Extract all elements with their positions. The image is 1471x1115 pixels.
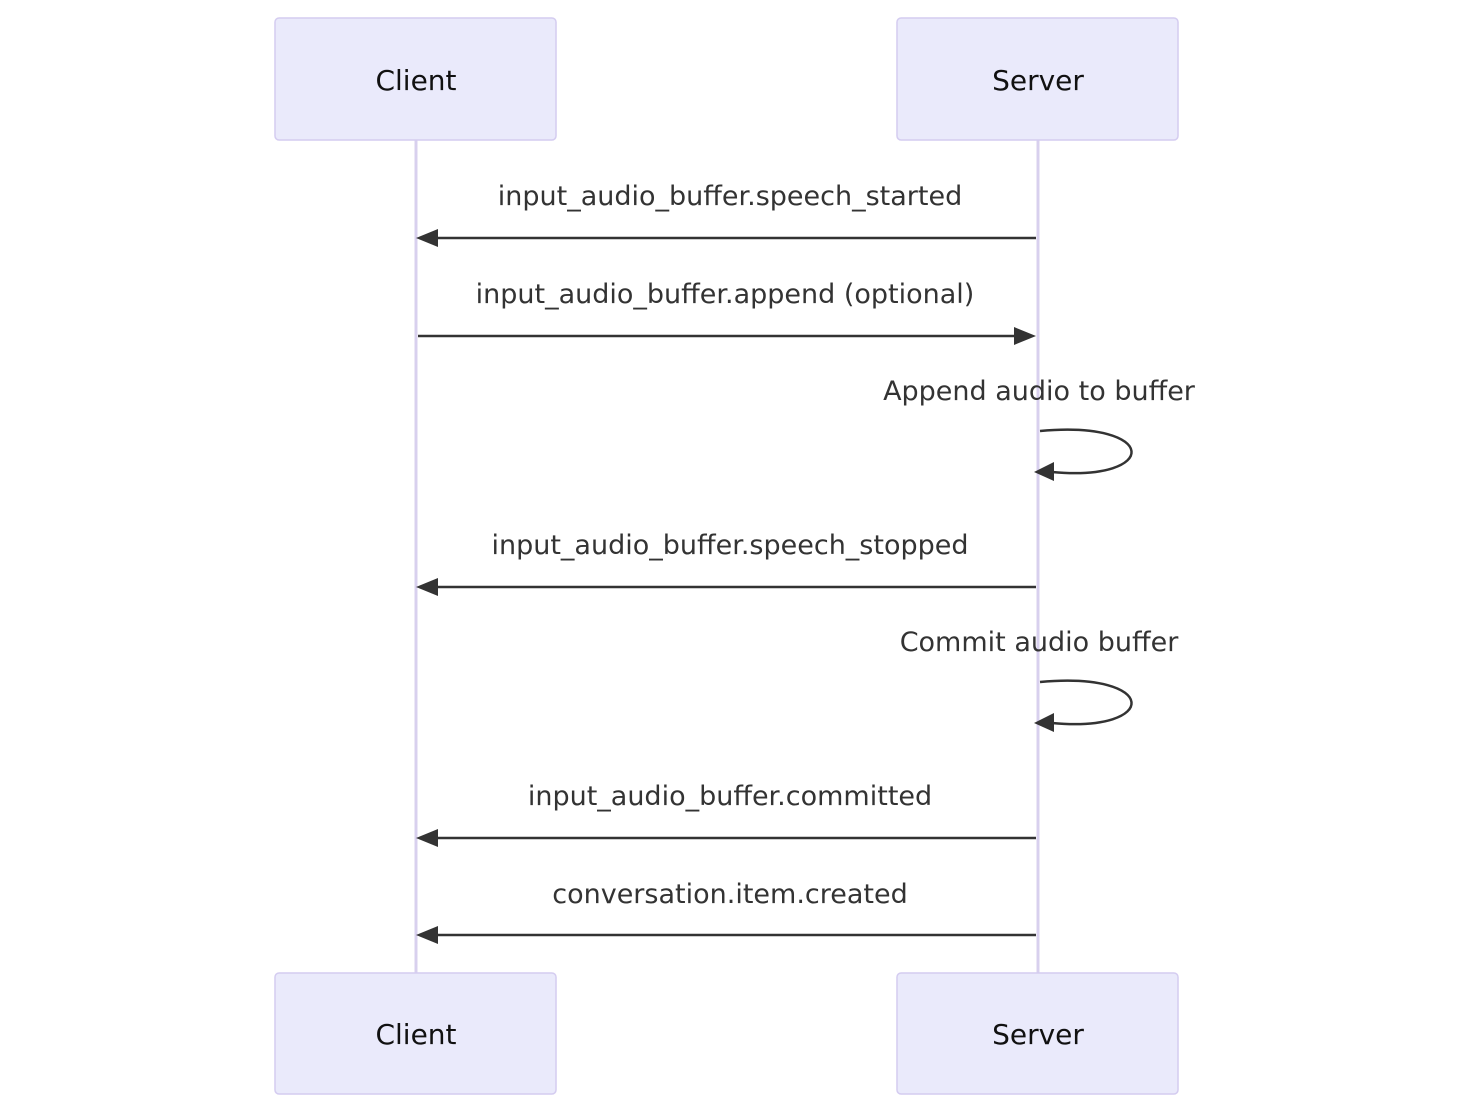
message-append-to-buffer: Append audio to buffer [883,376,1196,481]
message-commit-buffer: Commit audio buffer [900,627,1180,732]
message-committed: input_audio_buffer.committed [416,781,1036,847]
client-actor-top-label: Client [375,64,456,97]
message-speech-stopped-label: input_audio_buffer.speech_stopped [491,530,968,561]
client-actor-top: Client [274,17,557,141]
message-commit-buffer-label: Commit audio buffer [900,627,1180,658]
message-commit-buffer-arrowhead [1034,713,1054,732]
server-actor-bottom-label: Server [992,1018,1084,1051]
server-actor-top: Server [896,17,1179,141]
message-commit-buffer-loop [1039,679,1133,726]
message-committed-arrowhead [416,829,438,847]
message-speech-started-label: input_audio_buffer.speech_started [498,181,962,212]
message-item-created-label: conversation.item.created [552,879,908,910]
message-append-to-buffer-arrowhead [1034,462,1054,481]
client-actor-bottom: Client [274,972,557,1095]
message-speech-stopped: input_audio_buffer.speech_stopped [416,530,1036,596]
server-actor-top-label: Server [992,64,1084,97]
message-speech-started: input_audio_buffer.speech_started [416,181,1036,247]
message-committed-label: input_audio_buffer.committed [528,781,932,812]
server-actor-bottom: Server [896,972,1179,1095]
message-speech-stopped-arrowhead [416,578,438,596]
client-actor-bottom-label: Client [375,1018,456,1051]
message-append-to-buffer-loop [1039,428,1133,475]
message-speech-started-arrowhead [416,229,438,247]
message-item-created-arrowhead [416,926,438,944]
message-append-to-buffer-label: Append audio to buffer [883,376,1196,407]
message-append-label: input_audio_buffer.append (optional) [476,279,975,310]
message-item-created: conversation.item.created [416,879,1036,944]
message-append-arrowhead [1014,327,1036,345]
message-append: input_audio_buffer.append (optional) [418,279,1036,345]
